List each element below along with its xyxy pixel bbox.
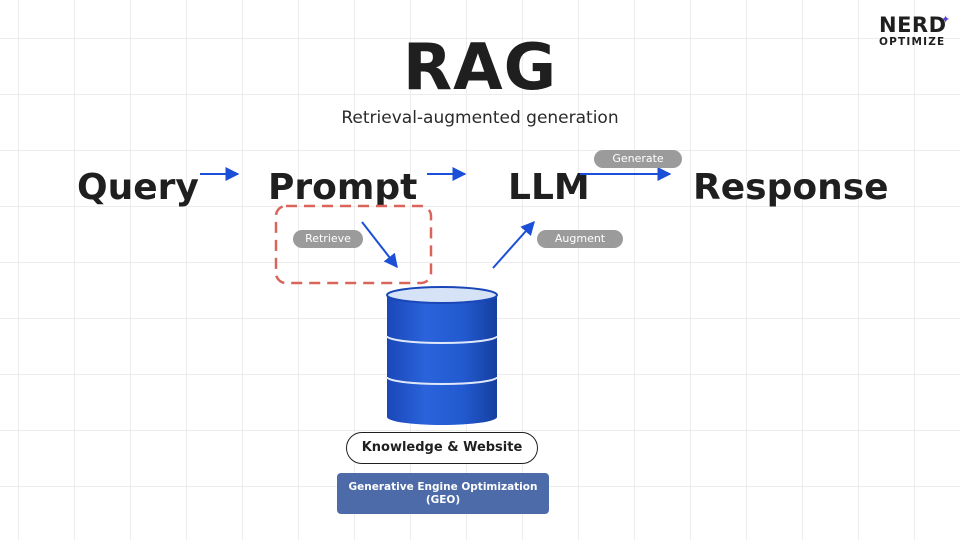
nerd-optimize-logo: NERD ✦ OPTIMIZE (879, 13, 950, 48)
node-response: Response (693, 167, 889, 208)
generate-label: Generate (594, 150, 682, 168)
diagram-subtitle: Retrieval-augmented generation (341, 108, 619, 128)
logo-sparkle-icon: ✦ (941, 13, 951, 26)
node-llm: LLM (508, 167, 590, 208)
node-prompt: Prompt (268, 167, 418, 208)
database-icon (386, 286, 498, 425)
logo-wordmark-bottom: OPTIMIZE (879, 36, 946, 48)
geo-label: Generative Engine Optimization (GEO) (348, 480, 538, 506)
knowledge-website-label: Knowledge & Website (346, 432, 538, 464)
logo-top-text: NERD (879, 13, 947, 37)
retrieve-dashed-box (274, 204, 433, 285)
augment-label: Augment (537, 230, 623, 248)
arrow-prompt-database (361, 221, 398, 269)
diagram-title: RAG (402, 31, 558, 105)
arrow-database-llm (492, 220, 535, 269)
geo-box: Generative Engine Optimization (GEO) (337, 473, 549, 514)
logo-wordmark-top: NERD ✦ (879, 13, 950, 37)
retrieve-label: Retrieve (293, 230, 363, 248)
node-query: Query (77, 167, 199, 208)
